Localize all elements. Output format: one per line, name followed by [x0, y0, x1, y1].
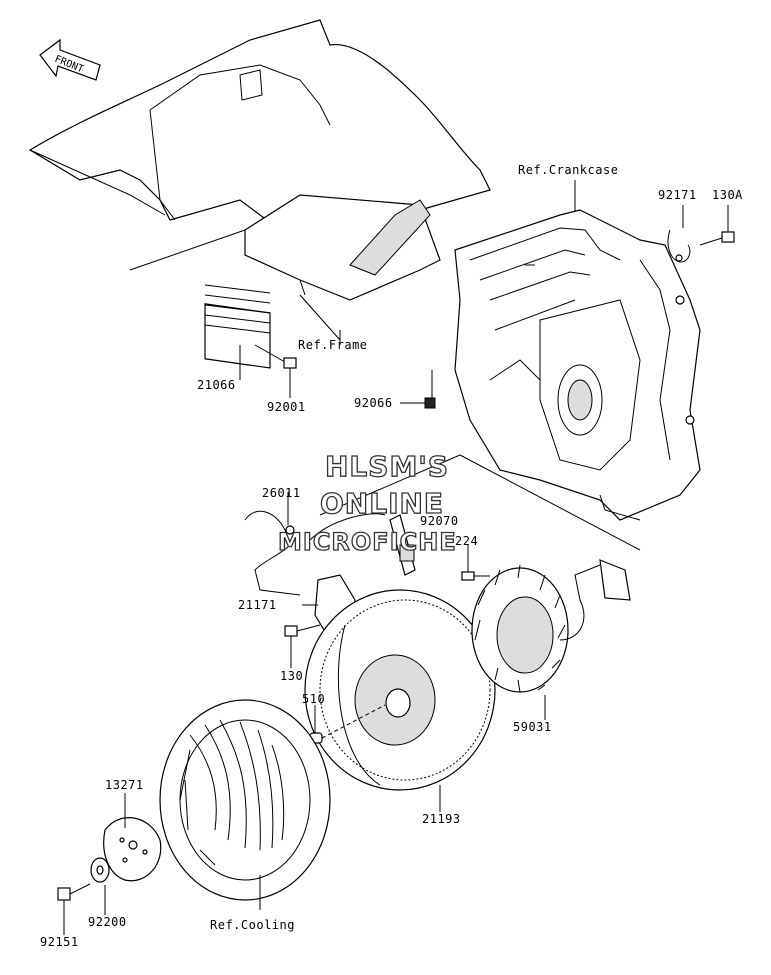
- part-label-21171[interactable]: 21171: [238, 598, 277, 612]
- watermark-line1: HLSM'S: [324, 449, 450, 483]
- flywheel-21193: [304, 589, 496, 812]
- stator-59031: [471, 559, 631, 720]
- bolt-224: [461, 545, 490, 581]
- spark-plug-92070: [389, 514, 416, 576]
- ref-frame-label: Ref.Frame: [298, 338, 368, 352]
- frame-assembly: [28, 19, 491, 341]
- part-label-92001[interactable]: 92001: [267, 400, 306, 414]
- watermark-line3: MICROFICHE: [277, 527, 457, 556]
- cooling-fan: [159, 699, 331, 910]
- part-label-130A[interactable]: 130A: [712, 188, 743, 202]
- part-label-130[interactable]: 130: [280, 669, 304, 683]
- ref-crankcase-label: Ref.Crankcase: [518, 163, 619, 177]
- regulator-21066: [204, 284, 271, 380]
- part-label-92200[interactable]: 92200: [88, 915, 127, 929]
- bolt-130A: [699, 205, 735, 246]
- bolt-130: [284, 624, 321, 668]
- watermark-line2: ONLINE: [319, 486, 445, 520]
- part-label-92171[interactable]: 92171: [658, 188, 697, 202]
- sensor-26011: [244, 492, 301, 596]
- stud-92066: [400, 370, 436, 409]
- part-label-13271[interactable]: 13271: [105, 778, 144, 792]
- part-label-21193[interactable]: 21193: [422, 812, 461, 826]
- part-label-92151[interactable]: 92151: [40, 935, 79, 949]
- part-label-26011[interactable]: 26011: [262, 486, 301, 500]
- part-label-92066[interactable]: 92066: [354, 396, 393, 410]
- bolt-92151: [57, 883, 91, 935]
- front-arrow-icon: FRONT: [39, 38, 101, 81]
- crankcase: [454, 180, 701, 521]
- part-label-21066[interactable]: 21066: [197, 378, 236, 392]
- part-label-59031[interactable]: 59031: [513, 720, 552, 734]
- plate-13271: [103, 793, 162, 882]
- ref-cooling-label: Ref.Cooling: [210, 918, 295, 932]
- part-label-92070[interactable]: 92070: [420, 514, 459, 528]
- bracket-92171: [667, 205, 691, 263]
- washer-92200: [90, 857, 110, 915]
- bolt-92001: [254, 344, 297, 398]
- part-label-510[interactable]: 510: [302, 692, 326, 706]
- part-label-224[interactable]: 224: [455, 534, 479, 548]
